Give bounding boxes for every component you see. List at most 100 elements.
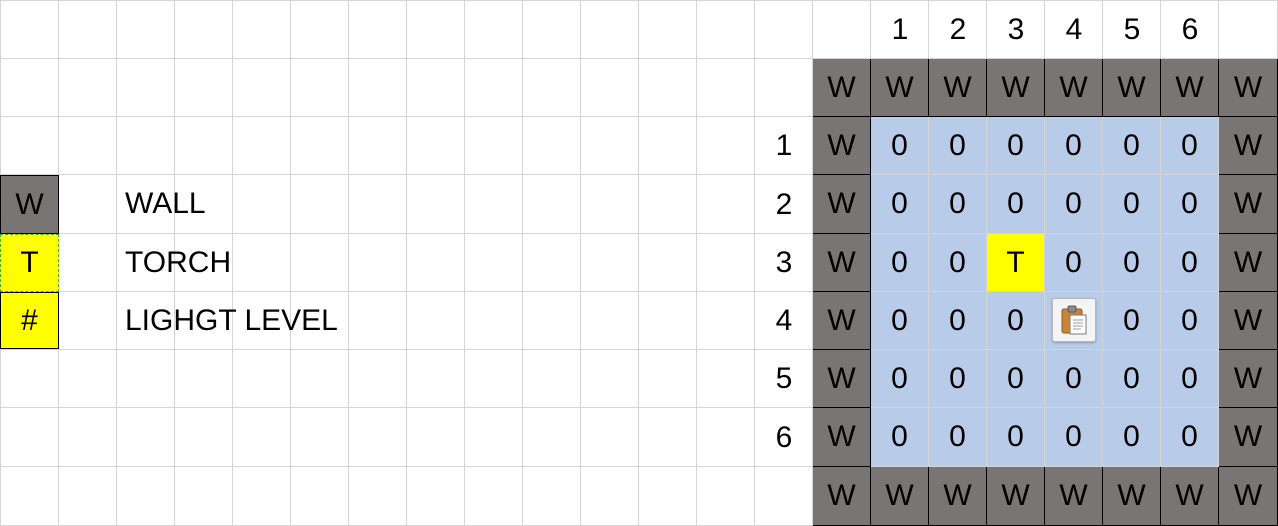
spreadsheet-cell[interactable]	[581, 408, 639, 467]
spreadsheet-cell[interactable]	[929, 0, 987, 59]
wall-cell[interactable]: W	[1219, 408, 1278, 467]
spreadsheet-cell[interactable]	[1161, 0, 1219, 59]
spreadsheet-cell[interactable]	[755, 59, 813, 117]
wall-cell[interactable]: W	[1045, 467, 1103, 526]
wall-cell[interactable]: W	[813, 292, 871, 350]
floor-cell[interactable]: 0	[1161, 117, 1219, 175]
spreadsheet-cell[interactable]	[523, 292, 581, 350]
spreadsheet-cell[interactable]	[291, 117, 349, 175]
spreadsheet-cell[interactable]	[117, 175, 175, 234]
spreadsheet-cell[interactable]	[581, 117, 639, 175]
floor-cell[interactable]: 0	[929, 408, 987, 467]
spreadsheet-cell[interactable]	[117, 59, 175, 117]
wall-cell[interactable]: W	[1219, 292, 1278, 350]
spreadsheet-cell[interactable]	[407, 467, 465, 526]
spreadsheet-cell[interactable]	[407, 408, 465, 467]
row-header[interactable]: 6	[775, 420, 793, 454]
floor-cell[interactable]: 0	[987, 292, 1045, 350]
floor-cell[interactable]: 0	[1045, 408, 1103, 467]
wall-cell[interactable]: W	[1219, 59, 1278, 117]
spreadsheet-cell[interactable]	[349, 0, 407, 59]
floor-cell[interactable]: 0	[1103, 408, 1161, 467]
spreadsheet-cell[interactable]	[523, 59, 581, 117]
wall-cell[interactable]: W	[1161, 467, 1219, 526]
spreadsheet-cell[interactable]	[465, 408, 523, 467]
floor-cell[interactable]: 0	[987, 408, 1045, 467]
legend-wall-label[interactable]: WALL	[125, 187, 206, 220]
column-header[interactable]: 5	[1123, 12, 1141, 46]
spreadsheet-cell[interactable]	[233, 292, 291, 350]
row-header[interactable]: 2	[775, 187, 793, 221]
spreadsheet-cell[interactable]	[233, 59, 291, 117]
floor-cell[interactable]: 0	[929, 292, 987, 350]
spreadsheet-cell[interactable]	[349, 350, 407, 408]
spreadsheet-cell[interactable]	[465, 117, 523, 175]
torch-cell[interactable]: T	[987, 234, 1045, 292]
floor-cell[interactable]: 0	[871, 292, 929, 350]
spreadsheet-cell[interactable]	[639, 117, 697, 175]
spreadsheet-cell[interactable]	[117, 234, 175, 292]
spreadsheet-cell[interactable]	[175, 0, 233, 59]
spreadsheet-cell[interactable]	[233, 350, 291, 408]
legend-torch-swatch[interactable]: T	[0, 234, 59, 292]
floor-cell[interactable]: 0	[1103, 175, 1161, 234]
floor-cell[interactable]: 0	[1161, 234, 1219, 292]
spreadsheet-cell[interactable]	[755, 0, 813, 59]
spreadsheet-cell[interactable]	[407, 292, 465, 350]
floor-cell[interactable]: 0	[929, 175, 987, 234]
spreadsheet-cell[interactable]	[581, 0, 639, 59]
spreadsheet-cell[interactable]	[233, 175, 291, 234]
spreadsheet-cell[interactable]	[175, 350, 233, 408]
spreadsheet-cell[interactable]	[523, 408, 581, 467]
spreadsheet-cell[interactable]	[117, 0, 175, 59]
spreadsheet-cell[interactable]	[697, 117, 755, 175]
spreadsheet-cell[interactable]	[59, 234, 117, 292]
spreadsheet-cell[interactable]	[291, 292, 349, 350]
spreadsheet-cell[interactable]	[291, 234, 349, 292]
spreadsheet-cell[interactable]	[755, 175, 813, 234]
spreadsheet-cell[interactable]	[291, 175, 349, 234]
spreadsheet-cell[interactable]	[407, 117, 465, 175]
wall-cell[interactable]: W	[1103, 467, 1161, 526]
spreadsheet-cell[interactable]	[581, 234, 639, 292]
wall-cell[interactable]: W	[1045, 59, 1103, 117]
floor-cell[interactable]: 0	[1045, 350, 1103, 408]
spreadsheet-cell[interactable]	[639, 408, 697, 467]
floor-cell[interactable]: 0	[1103, 234, 1161, 292]
floor-cell[interactable]: 0	[871, 234, 929, 292]
spreadsheet-cell[interactable]	[291, 350, 349, 408]
column-header[interactable]: 4	[1065, 12, 1083, 46]
wall-cell[interactable]: W	[987, 59, 1045, 117]
spreadsheet-cell[interactable]	[59, 175, 117, 234]
spreadsheet-cell[interactable]	[0, 117, 59, 175]
floor-cell[interactable]: 0	[871, 408, 929, 467]
spreadsheet-cell[interactable]	[59, 117, 117, 175]
spreadsheet-cell[interactable]	[639, 234, 697, 292]
wall-cell[interactable]: W	[929, 467, 987, 526]
spreadsheet-cell[interactable]	[233, 408, 291, 467]
spreadsheet-cell[interactable]	[697, 350, 755, 408]
floor-cell[interactable]: 0	[1045, 234, 1103, 292]
spreadsheet-cell[interactable]	[233, 0, 291, 59]
wall-cell[interactable]: W	[813, 234, 871, 292]
spreadsheet-cell[interactable]	[175, 408, 233, 467]
spreadsheet-cell[interactable]	[175, 467, 233, 526]
spreadsheet-cell[interactable]	[697, 234, 755, 292]
spreadsheet-cell[interactable]	[117, 117, 175, 175]
floor-cell[interactable]: 0	[871, 117, 929, 175]
spreadsheet-cell[interactable]	[465, 350, 523, 408]
spreadsheet-cell[interactable]	[175, 234, 233, 292]
spreadsheet-cell[interactable]	[465, 292, 523, 350]
wall-cell[interactable]: W	[813, 175, 871, 234]
spreadsheet-cell[interactable]	[349, 467, 407, 526]
spreadsheet-cell[interactable]	[175, 117, 233, 175]
floor-cell[interactable]: 0	[1161, 350, 1219, 408]
spreadsheet-cell[interactable]	[233, 117, 291, 175]
spreadsheet-cell[interactable]	[117, 292, 175, 350]
spreadsheet-cell[interactable]	[0, 0, 59, 59]
spreadsheet-cell[interactable]	[465, 0, 523, 59]
floor-cell[interactable]: 0	[1161, 408, 1219, 467]
spreadsheet-cell[interactable]	[407, 350, 465, 408]
wall-cell[interactable]: W	[929, 59, 987, 117]
wall-cell[interactable]: W	[987, 467, 1045, 526]
